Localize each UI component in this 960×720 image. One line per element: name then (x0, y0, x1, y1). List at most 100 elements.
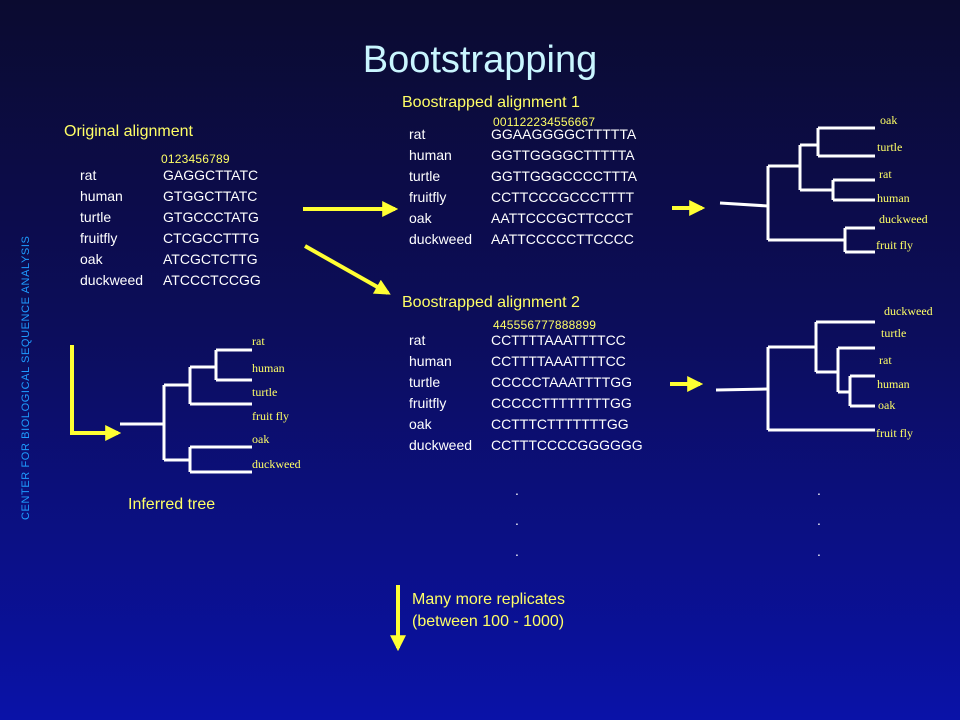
species-name: turtle (80, 209, 112, 225)
alignment-row: fruitfly CCCCCTTTTTTTTGG (409, 393, 643, 414)
bootstrap-tree-1 (719, 126, 875, 254)
tree-root-branch (715, 387, 769, 392)
tree-leaf-label: human (252, 361, 285, 375)
tree-leaf-label: turtle (877, 140, 902, 154)
arrow-to-boot2 (304, 244, 391, 295)
species-name: duckweed (80, 272, 144, 288)
sequence: CTCGCCTTTG (163, 230, 260, 246)
alignment-row: fruitfly CCTTCCCGCCCTTTT (409, 187, 637, 208)
tree-leaf-label: oak (880, 113, 897, 127)
tree-leaf-label: oak (878, 398, 895, 412)
alignment-row: human CCTTTTAAATTTTCC (409, 351, 643, 372)
species-name: oak (80, 251, 103, 267)
species-name: human (409, 147, 452, 163)
sequence: GGTTGGGGCTTTTTA (491, 147, 635, 163)
alignment-row: duckweed ATCCCTCCGG (80, 270, 261, 291)
alignment-row: turtle GGTTGGGCCCCTTTA (409, 166, 637, 187)
species-name: oak (409, 416, 432, 432)
original-column-indices: 0123456789 (161, 152, 230, 166)
alignment-row: turtle CCCCCTAAATTTTGG (409, 372, 643, 393)
inferred-tree (120, 348, 252, 474)
sequence: CCTTTCTTTTTTTGG (491, 416, 629, 432)
ellipsis-dot: . (515, 543, 519, 559)
arrow-to-inferred-tree (70, 345, 122, 441)
boot1-column-indices: 001122234556667 (493, 115, 596, 129)
tree-leaf-label: turtle (252, 385, 277, 399)
species-name: rat (409, 126, 426, 142)
original-alignment-heading: Original alignment (64, 123, 193, 140)
alignment-row: oak CCTTTCTTTTTTTGG (409, 414, 643, 435)
tree-leaf-label: rat (879, 167, 892, 181)
sequence: CCTTTTAAATTTTCC (491, 332, 626, 348)
tree-leaf-label: fruit fly (252, 409, 289, 423)
sequence: GTGGCTTATC (163, 188, 258, 204)
species-name: human (409, 353, 452, 369)
sequence: CCTTTCCCCGGGGGG (491, 437, 643, 453)
ellipsis-dot: . (817, 482, 821, 498)
alignment-row: turtle GTGCCCTATG (80, 207, 261, 228)
species-name: duckweed (409, 437, 473, 453)
ellipsis-dot: . (817, 543, 821, 559)
ellipsis-dot: . (515, 482, 519, 498)
inferred-tree-label: Inferred tree (128, 496, 216, 513)
tree-leaf-label: rat (252, 334, 265, 348)
species-name: oak (409, 210, 432, 226)
sequence: GGTTGGGCCCCTTTA (491, 168, 637, 184)
species-name: fruitfly (80, 230, 118, 246)
replicates-note-line2: (between 100 - 1000) (412, 613, 565, 630)
alignment-row: human GTGGCTTATC (80, 186, 261, 207)
tree-root-branch (719, 201, 769, 208)
tree-leaf-label: fruit fly (876, 238, 913, 252)
replicates-note: Many more replicates (between 100 - 1000… (412, 589, 565, 633)
sequence: CCTTCCCGCCCTTTT (491, 189, 635, 205)
alignment-row: duckweed AATTCCCCCTTCCCC (409, 229, 637, 250)
ellipsis-dot: . (817, 512, 821, 528)
tree-leaf-label: human (877, 377, 910, 391)
boot2-heading: Boostrapped alignment 2 (402, 294, 580, 311)
sequence: CCTTTTAAATTTTCC (491, 353, 626, 369)
sequence: GAGGCTTATC (163, 167, 259, 183)
species-name: rat (80, 167, 97, 183)
tree-leaf-label: oak (252, 432, 269, 446)
original-alignment-table: rat GAGGCTTATC human GTGGCTTATC turtle GTGC… (80, 165, 261, 291)
tree-leaf-label: duckweed (252, 457, 301, 471)
tree-leaf-label: rat (879, 353, 892, 367)
alignment-row: rat CCTTTTAAATTTTCC (409, 330, 643, 351)
sequence: AATTCCCGCTTCCCT (491, 210, 634, 226)
bootstrap-tree-2 (715, 320, 875, 432)
alignment-row: duckweed CCTTTCCCCGGGGGG (409, 435, 643, 456)
sequence: AATTCCCCCTTCCCC (491, 231, 634, 247)
species-name: fruitfly (409, 189, 447, 205)
species-name: turtle (409, 374, 441, 390)
alignment-row: rat GGAAGGGGCTTTTTA (409, 124, 637, 145)
sequence: ATCCCTCCGG (163, 272, 261, 288)
tree-leaf-label: duckweed (884, 304, 933, 318)
alignment-row: human GGTTGGGGCTTTTTA (409, 145, 637, 166)
sequence: CCCCCTTTTTTTTGG (491, 395, 632, 411)
sequence: GTGCCCTATG (163, 209, 259, 225)
species-name: human (80, 188, 123, 204)
species-name: fruitfly (409, 395, 447, 411)
species-name: duckweed (409, 231, 473, 247)
tree-leaf-label: turtle (881, 326, 906, 340)
species-name: rat (409, 332, 426, 348)
sequence: ATCGCTCTTG (163, 251, 258, 267)
slide-title: Bootstrapping (362, 39, 598, 81)
ellipsis-dot: . (515, 512, 519, 528)
tree-leaf-label: fruit fly (876, 426, 913, 440)
alignment-row: oak AATTCCCGCTTCCCT (409, 208, 637, 229)
alignment-row: rat GAGGCTTATC (80, 165, 261, 186)
boot2-column-indices: 445556777888899 (493, 318, 597, 332)
sequence: GGAAGGGGCTTTTTA (491, 126, 637, 142)
alignment-row: oak ATCGCTCTTG (80, 249, 261, 270)
tree-leaf-label: duckweed (879, 212, 928, 226)
species-name: turtle (409, 168, 441, 184)
sequence: CCCCCTAAATTTTGG (491, 374, 633, 390)
tree-leaf-label: human (877, 191, 910, 205)
alignment-row: fruitfly CTCGCCTTTG (80, 228, 261, 249)
replicates-note-line1: Many more replicates (412, 591, 565, 608)
boot1-heading: Boostrapped alignment 1 (402, 94, 580, 111)
